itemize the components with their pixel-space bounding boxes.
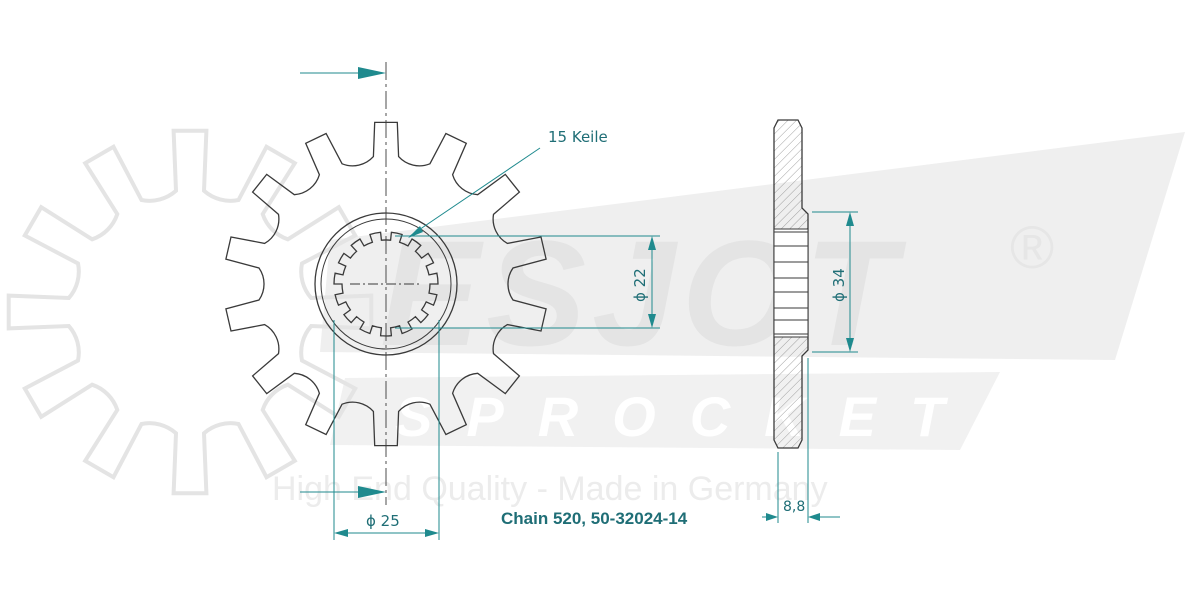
thickness-label: 8,8 <box>783 499 805 515</box>
side-hub-diameter-label: ϕ 34 <box>830 268 848 302</box>
t-head-right <box>808 513 820 521</box>
t-head-left <box>766 513 778 521</box>
watermark-tagline: High End Quality - Made in Germany <box>272 470 828 508</box>
watermark-lower-band <box>330 372 1000 450</box>
splines-label: 15 Keile <box>548 128 608 146</box>
watermark-gear-icon <box>6 128 374 496</box>
watermark-banner <box>320 132 1185 360</box>
inner-diameter-label: ϕ 22 <box>631 268 649 302</box>
d22-head-bottom <box>648 314 656 328</box>
d25-head-right <box>425 529 439 537</box>
d25-head-left <box>334 529 348 537</box>
sprocket-front-view <box>225 62 547 505</box>
sprocket-tooth-profile <box>225 121 547 447</box>
side-view-spline-hub <box>773 228 809 338</box>
part-caption: Chain 520, 50-32024-14 <box>501 509 688 528</box>
d34-head-bottom <box>846 338 854 352</box>
bottom-arrow-head <box>358 486 386 498</box>
d22-head-top <box>648 236 656 250</box>
d34-head-top <box>846 212 854 226</box>
splines-leader-head <box>408 226 423 238</box>
hub-diameter-label: ϕ 25 <box>366 512 400 530</box>
splines-leader <box>409 147 541 237</box>
watermark-subtitle: SPROCKETS <box>395 385 1050 448</box>
watermark-brand: ESJOT <box>380 209 907 377</box>
top-arrow-head <box>358 67 386 79</box>
watermark: ESJOT ® SPROCKETS High End Quality - Mad… <box>6 128 1185 508</box>
dimensions <box>300 67 858 540</box>
spline-bore <box>333 231 439 337</box>
sprocket-side-view <box>773 119 809 449</box>
watermark-registered: ® <box>1010 214 1054 281</box>
side-view-spline-lines <box>774 231 808 335</box>
